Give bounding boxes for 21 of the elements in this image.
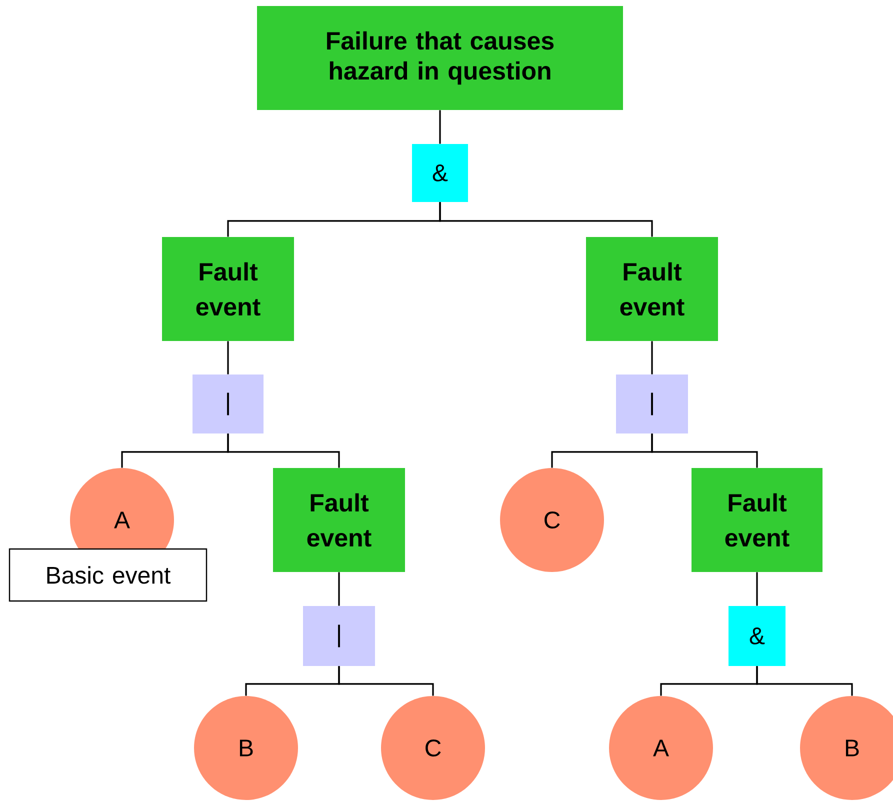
or-gate: | <box>303 606 375 666</box>
connector-line <box>439 202 653 237</box>
connector-line <box>439 110 441 144</box>
connector-line <box>651 434 758 468</box>
fault-event-box: Fault event <box>586 236 718 341</box>
connector-line <box>338 666 434 696</box>
connector-line <box>756 666 853 696</box>
or-gate: | <box>192 374 264 434</box>
fault-event-box: Fault event <box>273 468 405 572</box>
process-box: Failure that causes hazard in question <box>257 6 623 110</box>
basic-event-label: Basic event <box>8 548 208 602</box>
connector-line <box>227 434 340 468</box>
connector-line <box>338 572 340 606</box>
connector-line <box>651 341 653 374</box>
or-gate: | <box>616 374 688 434</box>
fault-event-box: Fault event <box>162 236 294 341</box>
fault-event-box: Fault event <box>692 468 822 572</box>
and-gate: & <box>412 144 468 202</box>
connector-line <box>756 572 758 606</box>
and-gate: & <box>728 606 786 666</box>
connector-line <box>227 341 229 374</box>
